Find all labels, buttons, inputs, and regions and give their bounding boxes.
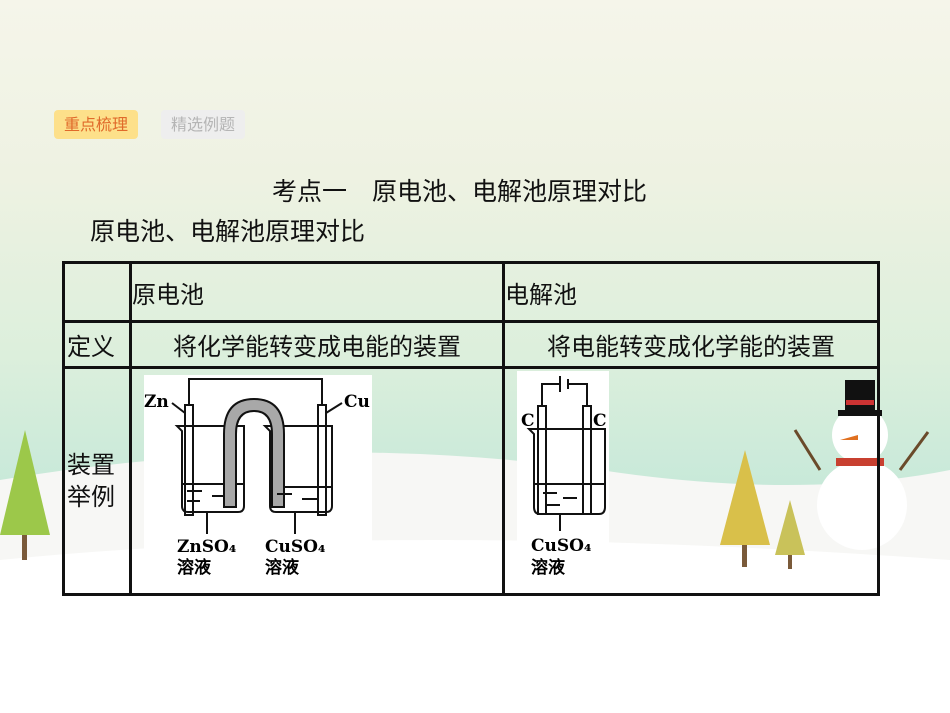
header-cell: 原电池 <box>129 261 505 323</box>
cuso4-label: CuSO₄ <box>265 537 325 557</box>
page-subtitle: 原电池、电解池原理对比 <box>90 217 366 246</box>
galvanic-cell-diagram: Zn Cu ZnSO₄ 溶液 CuSO₄ 溶液 <box>144 375 372 580</box>
table-cell: Zn Cu ZnSO₄ 溶液 CuSO₄ 溶液 <box>129 366 505 596</box>
table-cell: 将电能转变成化学能的装置 <box>502 320 880 369</box>
electrolytic-cell-diagram: C C CuSO₄ 溶液 <box>517 371 609 581</box>
row-label: 装置举例 <box>62 366 132 596</box>
cuso4-label: CuSO₄ <box>531 536 591 556</box>
tab-examples[interactable]: 精选例题 <box>161 110 246 139</box>
table-header-row: 原电池 电解池 <box>62 261 880 323</box>
solution-label: 溶液 <box>177 557 211 578</box>
tab-key-points[interactable]: 重点梳理 <box>54 110 139 139</box>
znso4-label: ZnSO₄ <box>177 537 236 557</box>
zn-label: Zn <box>144 392 169 412</box>
comparison-table: 原电池 电解池 定义 将化学能转变成电能的装置 将电能转变成化学能的装置 装置举… <box>62 261 880 596</box>
header-cell: 电解池 <box>502 261 880 323</box>
table-cell: 将化学能转变成电能的装置 <box>129 320 505 369</box>
solution-label: 溶液 <box>265 557 299 578</box>
table-row: 装置举例 Zn Cu ZnSO₄ 溶液 CuSO₄ 溶液 <box>62 366 880 596</box>
tree-icon <box>0 430 50 560</box>
table-row: 定义 将化学能转变成电能的装置 将电能转变成化学能的装置 <box>62 320 880 369</box>
page-title: 考点一 原电池、电解池原理对比 <box>272 177 648 206</box>
carbon-electrode-label: C <box>593 411 607 431</box>
row-label-text: 装置举例 <box>67 451 115 511</box>
solution-label: 溶液 <box>531 557 565 578</box>
carbon-electrode-label: C <box>521 411 535 431</box>
cu-label: Cu <box>344 392 370 412</box>
table-cell: C C CuSO₄ 溶液 <box>502 366 880 596</box>
header-cell <box>62 261 132 323</box>
row-label: 定义 <box>62 320 132 369</box>
